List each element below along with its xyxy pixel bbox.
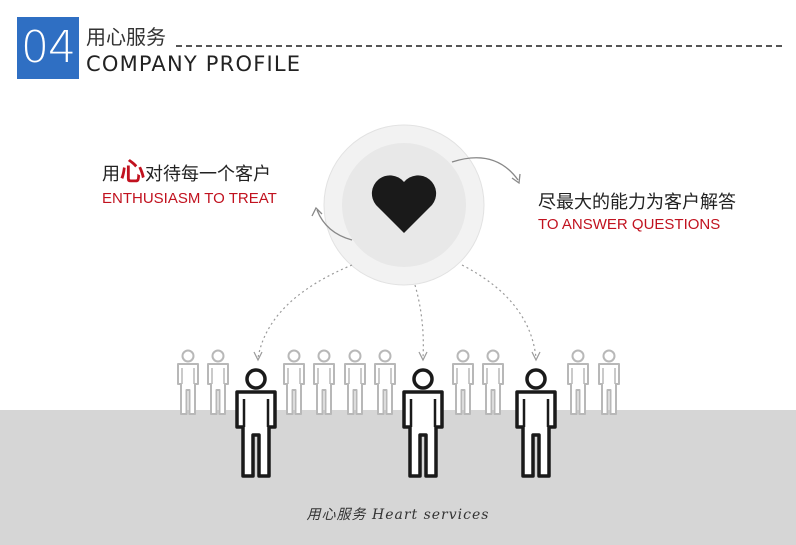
section-title-cn: 用心服务	[86, 25, 166, 49]
arrow-right-curve	[451, 157, 519, 181]
person-icon	[402, 368, 444, 478]
connector-right-head	[531, 351, 541, 362]
right-callout-en: TO ANSWER QUESTIONS	[538, 216, 721, 233]
section-number-badge: 04	[17, 17, 79, 79]
left-callout-en: ENTHUSIASM TO TREAT	[102, 190, 277, 207]
left-callout-cn-after: 对待每一个客户	[145, 164, 272, 185]
arrow-left-head	[311, 206, 323, 217]
left-callout-cn-before: 用	[102, 164, 120, 185]
left-callout-cn: 用心对待每一个客户	[102, 152, 277, 188]
right-callout-cn: 尽最大的能力为客户解答	[538, 192, 736, 213]
arrow-left-curve	[316, 209, 353, 241]
connector-middle	[414, 284, 424, 359]
person-icon	[598, 349, 620, 415]
person-icon	[313, 349, 335, 415]
section-title-en: COMPANY PROFILE	[86, 52, 302, 76]
left-callout: 用心对待每一个客户 ENTHUSIASM TO TREAT	[102, 152, 277, 207]
footer-caption: 用心服务 Heart services	[306, 507, 490, 523]
person-icon	[567, 349, 589, 415]
connector-left	[257, 264, 353, 359]
left-callout-cn-highlight: 心	[120, 157, 146, 186]
person-icon	[177, 349, 199, 415]
right-callout: 尽最大的能力为客户解答 TO ANSWER QUESTIONS	[538, 188, 736, 233]
connector-middle-head	[418, 351, 428, 362]
person-icon	[374, 349, 396, 415]
connector-right	[461, 264, 537, 359]
person-icon	[235, 368, 277, 478]
person-icon	[515, 368, 557, 478]
person-icon	[482, 349, 504, 415]
arrow-right-head	[511, 173, 521, 185]
heart-icon	[371, 175, 437, 233]
person-icon	[283, 349, 305, 415]
connector-left-head	[253, 351, 263, 362]
ground-band	[0, 410, 796, 545]
person-icon	[344, 349, 366, 415]
person-icon	[207, 349, 229, 415]
person-icon	[452, 349, 474, 415]
header-dashed-divider	[176, 45, 782, 47]
